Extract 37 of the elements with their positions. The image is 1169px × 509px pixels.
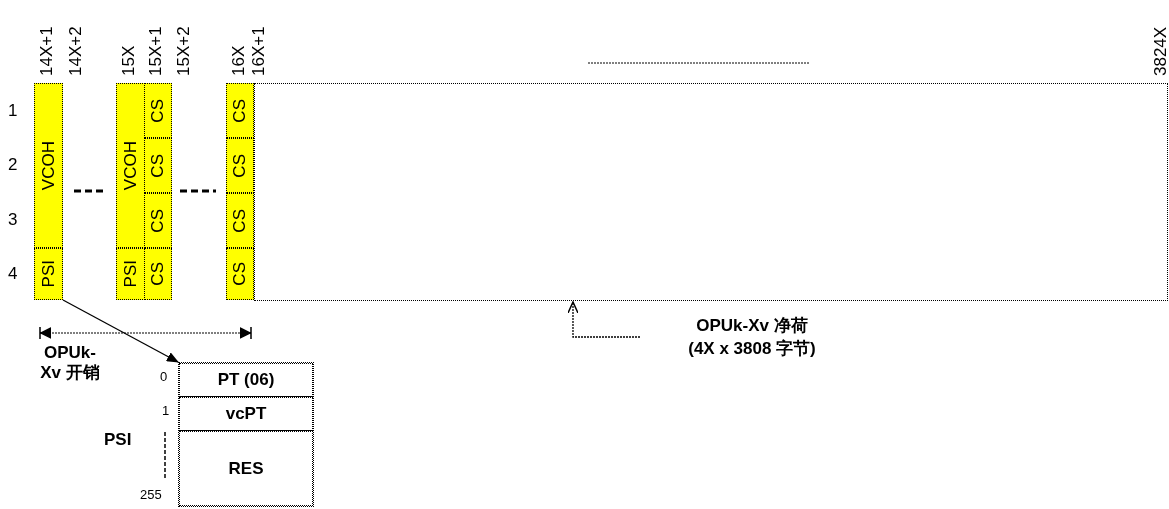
psi-table-row: PT (06) <box>179 363 313 397</box>
frame-column-cell: CS <box>144 83 172 138</box>
psi-table-row: RES <box>179 431 313 506</box>
payload-caption: OPUk-Xv 净荷 (4X x 3808 字节) <box>652 312 852 362</box>
frame-column-cell: CS <box>226 83 254 138</box>
psi-index: 1 <box>162 404 170 419</box>
arrow <box>62 299 179 363</box>
column-number: 14X+2 <box>66 25 84 76</box>
column-number: 15X <box>119 44 137 76</box>
column-number: 3824X <box>1151 25 1169 76</box>
column-number: 14X+1 <box>37 25 55 76</box>
column-number: 16X+1 <box>249 25 267 76</box>
frame-column-cell: VCOH <box>116 83 145 248</box>
frame-column-cell: CS <box>144 138 172 193</box>
frame-column-cell: CS <box>226 193 254 248</box>
arrow <box>567 301 641 338</box>
psi-caption: PSI <box>104 430 132 450</box>
row-number: 3 <box>8 210 18 230</box>
frame-column-cell: VCOH <box>34 83 63 248</box>
row-number: 1 <box>8 101 18 121</box>
column-number: 15X+2 <box>174 25 192 76</box>
payload-area <box>254 83 1168 301</box>
frame-column-cell: CS <box>226 248 254 300</box>
column-number: 16X <box>229 44 247 76</box>
frame-column-cell: CS <box>144 248 172 300</box>
row-number: 2 <box>8 155 18 175</box>
frame-column-cell: PSI <box>116 248 145 300</box>
frame-column-cell: CS <box>226 138 254 193</box>
column-number: 15X+1 <box>146 25 164 76</box>
overhead-caption: OPUk-Xv 开销 <box>39 343 101 383</box>
frame-column-cell: CS <box>144 193 172 248</box>
psi-table <box>178 362 314 507</box>
psi-index: 0 <box>160 370 168 385</box>
psi-table-row: vcPT <box>179 397 313 431</box>
frame-column-cell: PSI <box>34 248 63 300</box>
psi-index: 255 <box>140 488 162 503</box>
row-number: 4 <box>8 264 18 284</box>
